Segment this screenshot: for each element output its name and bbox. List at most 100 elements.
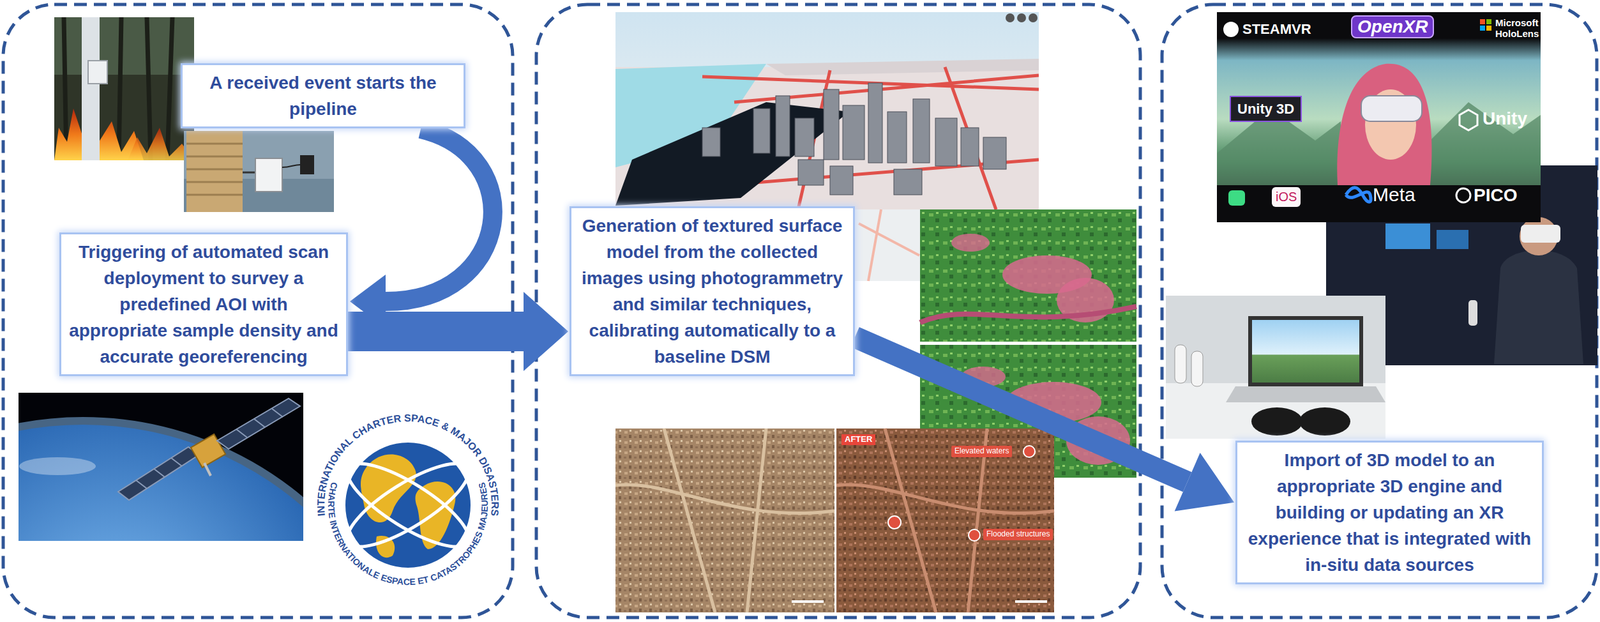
charter-logo-part: [344, 441, 472, 569]
city-3d-model: [615, 12, 1039, 210]
platform-logo: Meta: [1372, 183, 1416, 207]
map-fragment-part: [858, 209, 920, 281]
vr-user-photo-part: [1468, 300, 1478, 326]
vr-platforms-panel-part: [1361, 95, 1422, 122]
box-text: Generation of textured surface model fro…: [579, 212, 846, 370]
sensor-photo-part: [300, 155, 315, 175]
city-3d-model-part-part: [830, 166, 853, 195]
satellite-false-colour-part: [920, 209, 1137, 342]
laptop-photo: [1165, 295, 1386, 439]
city-3d-model-part-part: [913, 98, 930, 163]
sensor-photo: [183, 130, 334, 212]
city-3d-model-part-part: [868, 83, 883, 163]
satellite-image-part-part: [19, 457, 96, 476]
platform-logo: STEAMVR: [1242, 21, 1312, 38]
charter-ring-text: INTERNATIONAL CHARTER SPACE & MAJOR DISA…: [315, 412, 501, 587]
charter-logo-part: [360, 453, 456, 558]
vr-platforms-panel-part: [1459, 109, 1478, 131]
connector-arrow: [523, 291, 569, 371]
process-box: Import of 3D model to an appropriate 3D …: [1235, 440, 1544, 585]
vr-platforms-panel-part: [1216, 38, 1541, 186]
city-3d-model-part-part: [983, 137, 1007, 170]
before-after-images-part: [888, 515, 901, 529]
city-3d-model-part-part: [893, 169, 922, 195]
sensor-photo-part: [183, 130, 334, 212]
city-3d-model-part-part: [887, 111, 907, 163]
city-3d-model-part: [615, 102, 850, 206]
vr-platforms-panel: [1216, 12, 1541, 223]
wildfire-photo-part: [81, 17, 100, 161]
connector-arrow: [385, 128, 493, 302]
wildfire-photo-part: [54, 17, 195, 161]
sensor-photo-part: [282, 164, 301, 168]
connector-arrow: [850, 326, 1192, 492]
satellite-image-part-part: [18, 421, 304, 541]
before-after-images-part: [791, 600, 1048, 603]
vr-platforms-panel-part: [1479, 19, 1486, 25]
logo-ring-text: CHARTE INTERNATIONALE ESPACE ET CATASTRO…: [326, 481, 490, 587]
logo-ring-text: INTERNATIONAL CHARTER SPACE & MAJOR DISA…: [315, 412, 501, 517]
platform-logo: Microsoft HoloLens: [1495, 17, 1538, 39]
process-box: Triggering of automated scan deployment …: [59, 232, 348, 377]
city-3d-model-part: [615, 12, 1039, 210]
satellite-image-part: [217, 398, 301, 449]
satellite-image-part: [135, 457, 182, 489]
satellite-image-part: [118, 446, 200, 500]
satellite-false-colour-part: [951, 233, 990, 252]
logo-ring-text: CHARTE INTERNATIONALE ESPACE ET CATASTRO…: [326, 481, 490, 587]
vr-platforms-panel-part: [1216, 12, 1541, 223]
vr-platforms-panel-part: [1486, 25, 1492, 31]
sensor-photo-part: [186, 143, 243, 195]
satellite-image-part-part: [18, 424, 304, 541]
platform-logo: OpenXR: [1350, 15, 1434, 39]
charter-logo: INTERNATIONAL CHARTER SPACE & MAJOR DISA…: [312, 409, 504, 601]
platform-logo: Unity 3D: [1229, 95, 1302, 122]
platform-logo: Unity: [1482, 108, 1528, 129]
city-3d-model-part-part: [823, 89, 839, 160]
vr-user-photo-part: [1436, 229, 1469, 250]
vr-user-photo-part: [1494, 250, 1584, 364]
logo-ring-text: INTERNATIONAL CHARTER SPACE & MAJOR DISA…: [315, 412, 501, 517]
map-annotation: Flooded structures: [983, 528, 1053, 541]
laptop-photo-part: [1225, 386, 1386, 403]
platform-logo: PICO: [1473, 185, 1517, 206]
laptop-photo-part: [1165, 295, 1386, 439]
panel-outline-part: [1162, 4, 1597, 618]
vr-platforms-panel-part: [1345, 187, 1371, 203]
city-3d-model-part-part: [842, 105, 865, 160]
connector-arrow: [347, 311, 524, 352]
laptop-photo-part: [1191, 351, 1203, 387]
satellite-false-colour-part: [920, 306, 1137, 323]
before-after-images-part: [836, 428, 1055, 613]
before-after-images-part: [615, 428, 835, 613]
box-text: A received event starts the pipeline: [190, 69, 456, 122]
charter-logo-part: [312, 409, 504, 601]
city-3d-model-part-part: [702, 127, 721, 157]
city-3d-model-part: [1005, 13, 1015, 23]
box-text: Triggering of automated scan deployment …: [68, 238, 339, 370]
charter-logo-part-part: [415, 481, 456, 550]
vr-platforms-panel-part: [1486, 19, 1492, 25]
vr-platforms-panel-part: [1423, 102, 1541, 186]
vr-platforms-panel-part: [1228, 190, 1246, 206]
vr-user-photo-part: [1385, 223, 1431, 250]
city-3d-model-part-part: [753, 108, 770, 154]
connector-arrow: [1174, 452, 1235, 512]
laptop-photo-part: [1248, 316, 1364, 387]
vr-user-photo-part: [1520, 224, 1561, 243]
connector-arrow: [349, 128, 493, 329]
map-annotation: Elevated waters: [951, 445, 1012, 458]
image-tag: AFTER: [841, 434, 876, 446]
process-box: A received event starts the pipeline: [180, 63, 466, 129]
laptop-photo-part: [1299, 407, 1351, 436]
vr-platforms-panel-part: [1456, 188, 1471, 203]
platform-logo: iOS: [1271, 187, 1301, 207]
charter-logo-part: [344, 441, 472, 569]
vr-platforms-panel-part: [1479, 25, 1486, 31]
laptop-photo-part: [1174, 344, 1187, 384]
panel-outline-part: [536, 4, 1141, 618]
before-after-images-part: [615, 428, 835, 613]
before-after-images-part: [836, 428, 1055, 613]
city-3d-model-part: [766, 58, 1039, 76]
